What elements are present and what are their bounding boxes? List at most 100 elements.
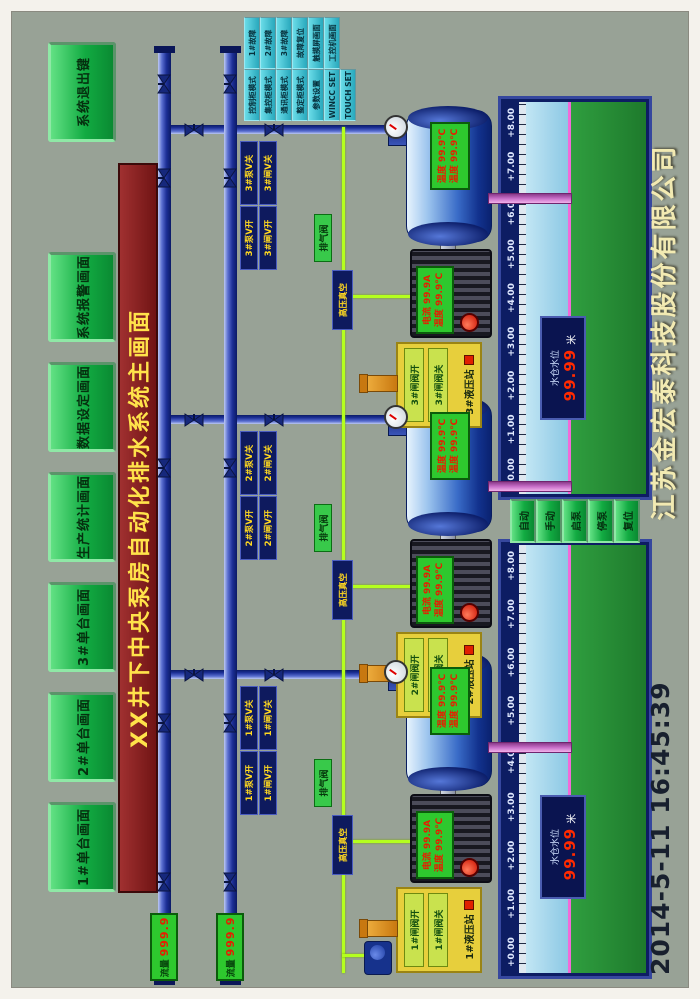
valve-status-label: 2#闸V关	[259, 431, 277, 495]
motor-stop-button[interactable]	[460, 603, 479, 622]
gate-valve-icon	[223, 458, 237, 478]
gate-valve-icon	[223, 872, 237, 892]
nav-button-data-settings[interactable]: 数据设定画面	[48, 362, 116, 452]
valve-status-label: 3#闸V开	[259, 206, 277, 270]
gate-valve-icon	[184, 413, 204, 427]
valve-status-label: 1#闸V开	[259, 751, 277, 815]
sump-panel-1: +0.00+1.00+2.00+3.00+4.00+5.00+6.00+7.00…	[498, 539, 652, 979]
mode-button[interactable]: 集控柜模式	[260, 69, 276, 121]
oil-pump-icon	[359, 919, 398, 938]
fault-indicator-button[interactable]: 2#故障	[260, 17, 276, 69]
valve-status-label: 2#泵V开	[240, 496, 258, 560]
main1-right-flange	[154, 46, 175, 53]
valve-status-label: 3#泵V关	[240, 141, 258, 205]
valve-status-label: 1#闸V关	[259, 686, 277, 750]
gate-valve-icon	[264, 123, 284, 137]
gate-valve-icon	[223, 713, 237, 733]
nav-button-pump1-screen[interactable]: 1#单台画面	[48, 802, 116, 892]
screen-area: 1#单台画面 2#单台画面 3#单台画面 生产统计画面 数据设定画面 系统报警画…	[12, 12, 688, 987]
gate-valve-icon	[157, 872, 171, 892]
level-scale: +0.00+1.00+2.00+3.00+4.00+5.00+6.00+7.00…	[506, 551, 517, 967]
pump-end-cap	[408, 222, 488, 246]
gate-valve-icon	[157, 74, 171, 94]
mid-button-reset[interactable]: 复位	[614, 499, 640, 543]
system-exit-button[interactable]: 系统退出键	[48, 42, 116, 142]
valve-status-label: 2#泵V关	[240, 431, 258, 495]
main2-right-flange	[220, 46, 241, 53]
gate-valve-icon	[223, 168, 237, 188]
mode-button[interactable]: 通讯柜模式	[276, 69, 292, 121]
ipc-view-button[interactable]: 工控机画面	[324, 17, 340, 69]
sump-pump-icon	[364, 941, 392, 975]
hv-switch-label: 高压真空	[332, 815, 353, 875]
hydraulic-station-label: 1#液压站	[461, 900, 476, 960]
suction-pipe-pump3	[488, 193, 572, 204]
footer-datetime: 2014-5-11 16:45:39	[646, 681, 675, 975]
vent-valve-label: 排气阀	[314, 504, 332, 552]
scale-ruler	[519, 545, 526, 973]
mid-button-start[interactable]: 启泵	[562, 499, 588, 543]
motor-stop-button[interactable]	[460, 313, 479, 332]
mode-button[interactable]: WINCC SET	[324, 69, 340, 121]
gate-valve-icon	[157, 458, 171, 478]
valve-status-label: 2#闸V开	[259, 496, 277, 560]
valve-status-label: 1#泵V关	[240, 686, 258, 750]
water-area	[526, 102, 568, 494]
gate-close-button[interactable]: 3#闸阀关	[428, 348, 448, 422]
mode-button[interactable]: TOUCH SET	[340, 69, 356, 121]
nav-button-pump2-screen[interactable]: 2#单台画面	[48, 692, 116, 782]
valve-status-label: 1#泵V开	[240, 751, 258, 815]
level-scale: +0.00+1.00+2.00+3.00+4.00+5.00+6.00+7.00…	[506, 108, 517, 488]
pressure-gauge-icon	[384, 405, 408, 429]
pressure-gauge-icon	[384, 660, 408, 684]
mode-button[interactable]: 控制柜模式	[244, 69, 260, 121]
mode-button[interactable]: 参数设置	[308, 69, 324, 121]
fault-indicator-button[interactable]: 3#故障	[276, 17, 292, 69]
mid-button-auto[interactable]: 自动	[510, 499, 536, 543]
ground-area	[571, 545, 646, 973]
pump-end-cap	[408, 512, 488, 536]
fault-indicator-button[interactable]: 1#故障	[244, 17, 260, 69]
motor-stop-button[interactable]	[460, 858, 479, 877]
suction-pipe-pump1	[488, 742, 572, 753]
nav-button-pump3-screen[interactable]: 3#单台画面	[48, 582, 116, 672]
gate-valve-icon	[264, 413, 284, 427]
nav-button-system-alarms[interactable]: 系统报警画面	[48, 252, 116, 342]
status-indicator	[463, 645, 474, 656]
pressure-gauge-icon	[384, 115, 408, 139]
hv-switch-label: 高压真空	[332, 270, 353, 330]
hydraulic-station-panel: 1#闸阀开 1#闸阀关 1#液压站	[396, 887, 482, 973]
touchscreen-view-button[interactable]: 触摸屏画面	[308, 17, 324, 69]
hmi-screen: 1#单台画面 2#单台画面 3#单台画面 生产统计画面 数据设定画面 系统报警画…	[12, 12, 688, 987]
status-indicator	[463, 900, 474, 911]
hv-switch-label: 高压真空	[332, 560, 353, 620]
gate-valve-icon	[264, 668, 284, 682]
pump-end-cap	[408, 767, 488, 791]
hydraulic-station-label: 3#液压站	[461, 355, 476, 415]
mid-button-manual[interactable]: 手动	[536, 499, 562, 543]
mode-button[interactable]: 整定柜模式	[292, 69, 308, 121]
fault-reset-button[interactable]: 故障复位	[292, 17, 308, 69]
mid-button-stop[interactable]: 停泵	[588, 499, 614, 543]
gate-valve-icon	[184, 123, 204, 137]
vent-valve-label: 排气阀	[314, 759, 332, 807]
gate-open-button[interactable]: 3#闸阀开	[404, 348, 424, 422]
vent-valve-label: 排气阀	[314, 214, 332, 262]
valve-status-label: 3#泵V开	[240, 206, 258, 270]
signal-drop-left	[342, 954, 366, 957]
status-indicator	[463, 355, 474, 366]
nav-button-production-stats[interactable]: 生产统计画面	[48, 472, 116, 562]
scale-ruler	[519, 102, 526, 494]
gate-close-button[interactable]: 1#闸阀关	[428, 893, 448, 967]
sump-panel-2: +0.00+1.00+2.00+3.00+4.00+5.00+6.00+7.00…	[498, 96, 652, 500]
gate-open-button[interactable]: 1#闸阀开	[404, 893, 424, 967]
